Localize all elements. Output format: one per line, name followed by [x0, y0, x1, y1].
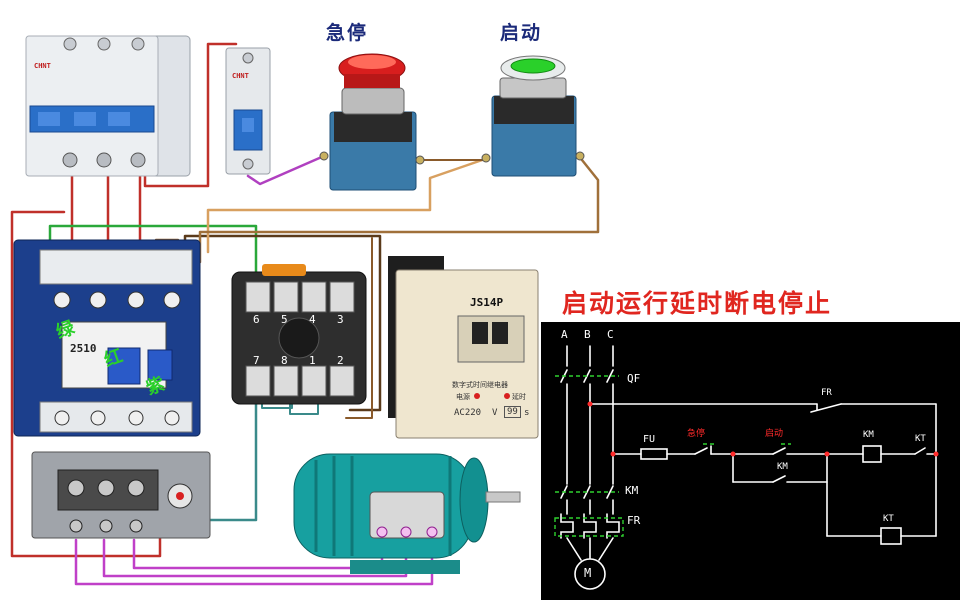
socket-terminal-8: 8 [281, 354, 288, 367]
socket-terminal-5: 5 [281, 313, 288, 326]
dashed-frames [554, 375, 791, 537]
socket-terminal-3: 3 [337, 313, 344, 326]
schematic-panel: A B C QF KM FR M FU FR 急停 启动 KM KM KT KT [541, 322, 960, 600]
breaker-brand: CHNT [34, 62, 51, 70]
timer-seconds: 99 [504, 406, 521, 418]
socket-terminal-1: 1 [309, 354, 316, 367]
phase-b-label: B [584, 328, 591, 341]
fu-label: FU [643, 434, 656, 445]
schematic-drawing [554, 345, 939, 590]
timer-power: 电源 [456, 393, 470, 401]
diagram-title: 启动运行延时断电停止 [562, 289, 833, 318]
start-contact-label: 启动 [765, 429, 784, 439]
fr-control-label: FR [821, 388, 832, 398]
ac-contactor [13, 239, 201, 437]
phase-c-label: C [607, 328, 614, 341]
emergency-stop-button [319, 53, 425, 191]
socket-terminal-2: 2 [337, 354, 344, 367]
junction-dots [587, 401, 939, 457]
stop-contact-label: 急停 [687, 429, 706, 439]
red-wire [143, 42, 238, 188]
motor [293, 453, 521, 574]
control-circuit [589, 403, 937, 545]
km-coil-label: KM [863, 430, 874, 440]
fr-main-label: FR [627, 514, 641, 527]
phase-lines [560, 345, 620, 590]
thermal-overload-relay [31, 451, 211, 539]
timer-unit-s: s [524, 408, 530, 418]
small-breaker-brand: CHNT [232, 72, 249, 80]
contactor-model: 2510 [70, 342, 97, 355]
timer-delay: 延时 [512, 393, 526, 401]
kt-coil-label: KT [883, 514, 894, 524]
brown-wire [345, 237, 373, 419]
teal-wire [289, 397, 319, 415]
tan-wire [206, 156, 490, 254]
three-pole-breaker [25, 35, 191, 177]
kt-contact-label: KT [915, 434, 926, 444]
socket-terminal-6: 6 [253, 313, 260, 326]
qf-label: QF [627, 372, 641, 385]
km-aux-label: KM [777, 462, 788, 472]
timer-unit-v: V [492, 408, 498, 418]
km-main-label: KM [625, 484, 639, 497]
start-button [481, 55, 585, 177]
timer-voltage: AC220 [454, 408, 482, 418]
start-button-label: 启动 [500, 22, 543, 44]
socket-terminal-7: 7 [253, 354, 260, 367]
magenta-wire [246, 154, 326, 186]
single-pole-breaker [225, 47, 271, 175]
teal-wire [188, 390, 258, 522]
timer-model: JS14P [470, 296, 504, 309]
stop-button-label: 急停 [326, 22, 369, 44]
motor-label: M [584, 566, 592, 580]
timer-desc: 数字式时间继电器 [452, 381, 508, 389]
phase-a-label: A [561, 328, 568, 341]
socket-terminal-4: 4 [309, 313, 316, 326]
green-wire [48, 224, 258, 298]
relay-socket [231, 264, 367, 405]
time-relay [388, 256, 539, 439]
red-wire [10, 210, 162, 558]
